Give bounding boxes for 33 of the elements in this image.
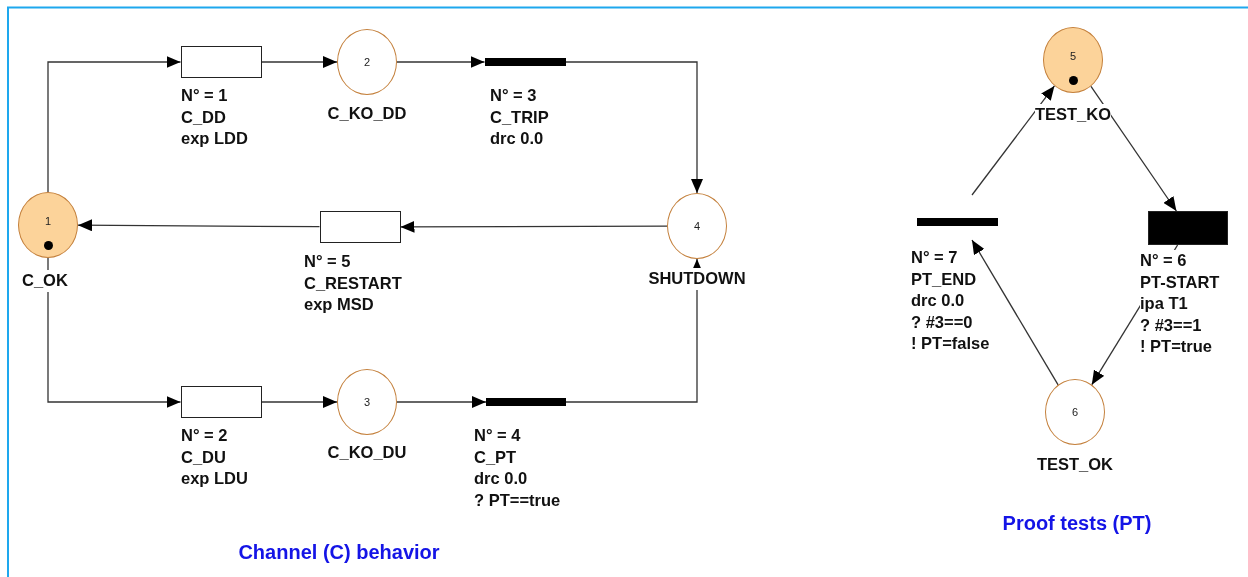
transition-bar: [486, 398, 566, 406]
arc-arrow: [971, 239, 1059, 386]
arc-arrow: [399, 220, 668, 233]
arc-arrow: [971, 85, 1056, 196]
arc-arrow: [47, 257, 182, 408]
arc-arrow: [47, 56, 182, 193]
place-circle: 1: [18, 192, 78, 258]
section-title: Proof tests (PT): [1002, 512, 1152, 535]
transition-box: [180, 46, 262, 78]
place-name: SHUTDOWN: [648, 268, 746, 290]
transition-label: ipa T1: [1140, 293, 1188, 315]
arc-arrow: [565, 258, 703, 403]
transition-label: PT-START: [1140, 271, 1220, 294]
place-circle: 2: [337, 29, 397, 95]
place-circle: 5: [1043, 27, 1103, 93]
transition-box: [180, 386, 262, 418]
place-name: C_OK: [22, 270, 68, 292]
transition-label: N° = 6: [1140, 250, 1187, 272]
transition-box: [319, 211, 401, 243]
place-circle: 3: [337, 369, 397, 435]
arc-arrow: [260, 396, 338, 408]
transition-box: [1148, 211, 1228, 245]
arc-arrow: [396, 56, 486, 68]
arc-arrow: [77, 219, 321, 232]
place-circle: 6: [1045, 379, 1105, 445]
arc-arrow: [564, 61, 703, 194]
transition-bar: [484, 58, 566, 66]
arc-arrow: [260, 56, 338, 68]
arc-arrow: [396, 396, 487, 408]
section-title: Channel (C) behavior: [238, 541, 440, 564]
arc-arrow: [1090, 85, 1178, 212]
place-circle: 4: [667, 193, 727, 259]
transition-bar: [916, 218, 998, 226]
